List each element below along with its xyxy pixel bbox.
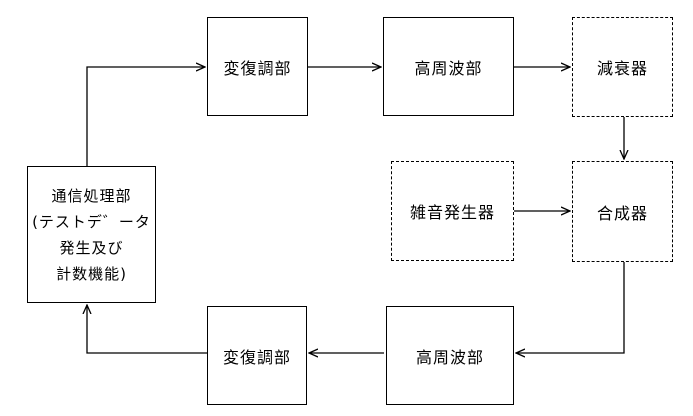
combiner-block: 合成器 — [572, 161, 673, 262]
modem-block-top-label: 変復調部 — [223, 58, 292, 78]
combiner-block-label: 合成器 — [596, 203, 648, 223]
rf-block-top: 高周波部 — [383, 17, 514, 116]
comm-processor-line3: 発生及び — [59, 238, 124, 257]
comm-processor-line2: (テストデ゛ータ — [32, 212, 151, 231]
rf-block-bottom: 高周波部 — [386, 306, 514, 405]
comm-processor-line4: 計数機能) — [56, 264, 127, 283]
comm-processor-block: 通信処理部 (テストデ゛ータ 発生及び 計数機能) — [27, 166, 156, 303]
modem-block-bottom-label: 変復調部 — [222, 347, 291, 367]
rf-block-top-label: 高周波部 — [414, 58, 483, 78]
arrow-combiner-to-rf-bottom — [516, 262, 625, 353]
rf-block-bottom-label: 高周波部 — [415, 347, 484, 367]
arrow-comm-to-modem-top — [86, 67, 205, 166]
modem-block-top: 変復調部 — [207, 17, 308, 116]
attenuator-block-label: 減衰器 — [596, 59, 648, 78]
noise-generator-block-label: 雑音発生器 — [409, 203, 495, 222]
comm-processor-title: 通信処理部 — [51, 186, 132, 205]
noise-generator-block: 雑音発生器 — [391, 161, 514, 261]
attenuator-block: 減衰器 — [572, 17, 673, 117]
arrow-modem-bottom-to-comm — [87, 305, 207, 354]
modem-block-bottom: 変復調部 — [207, 306, 307, 405]
